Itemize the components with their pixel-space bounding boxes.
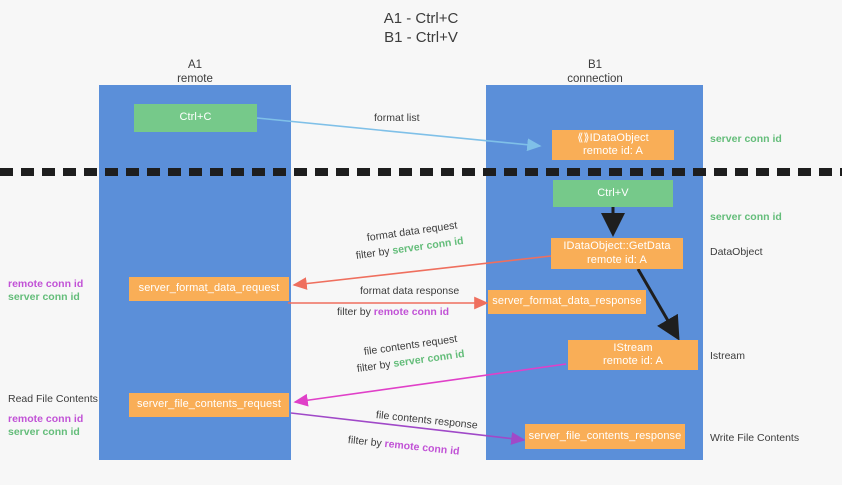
edge-file-contents-request	[293, 363, 567, 407]
right-label-istream: Istream	[710, 350, 746, 362]
node-server-file-contents-response[interactable]: server_file_contents_response	[525, 424, 685, 449]
lane-header-b1: B1 connection	[567, 59, 623, 85]
remote-conn-id-token: remote conn id	[373, 306, 450, 318]
node-server-format-data-response[interactable]: server_format_data_response	[488, 290, 646, 314]
edge-label-format-list: format list	[374, 112, 420, 124]
right-label-data-object: DataObject	[710, 246, 763, 258]
edge-getdata-to-istream	[636, 268, 680, 341]
left-label-server-conn-id-lower: server conn id	[8, 426, 80, 438]
divider-dashed-line	[0, 168, 842, 176]
node-server-file-contents-request[interactable]: server_file_contents_request	[129, 393, 289, 417]
filter-prefix: filter by	[337, 306, 374, 318]
left-label-remote-conn-id-lower: remote conn id	[8, 413, 84, 425]
edge-label-format-data-response-filter: filter by remote conn id	[337, 305, 449, 319]
node-idataobject-getdata[interactable]: IDataObject::GetData remote id: A	[551, 238, 683, 269]
right-label-server-conn-id-mid: server conn id	[710, 211, 782, 223]
node-ctrl-v[interactable]: Ctrl+V	[553, 180, 673, 207]
left-label-server-conn-id-upper: server conn id	[8, 291, 80, 303]
node-idataobject-remote[interactable]: ⟪⟫IDataObject remote id: A	[552, 130, 674, 160]
page-title: A1 - Ctrl+C B1 - Ctrl+V	[383, 10, 459, 46]
right-label-server-conn-id-top: server conn id	[710, 133, 782, 145]
left-label-remote-conn-id-upper: remote conn id	[8, 278, 84, 290]
right-label-write-file-contents: Write File Contents	[710, 432, 800, 444]
node-server-format-data-request[interactable]: server_format_data_request	[129, 277, 289, 301]
filter-prefix: filter by	[347, 434, 386, 450]
edge-label-format-data-response: format data response	[360, 285, 460, 297]
node-istream-remote[interactable]: IStream remote id: A	[568, 340, 698, 370]
edge-format-list	[256, 117, 542, 152]
left-label-read-file-contents: Read File Contents	[8, 393, 98, 405]
lane-header-a1: A1 remote	[177, 59, 213, 85]
edge-file-contents-response	[290, 412, 526, 445]
edge-format-data-request	[292, 255, 552, 290]
node-ctrl-c[interactable]: Ctrl+C	[134, 104, 257, 132]
